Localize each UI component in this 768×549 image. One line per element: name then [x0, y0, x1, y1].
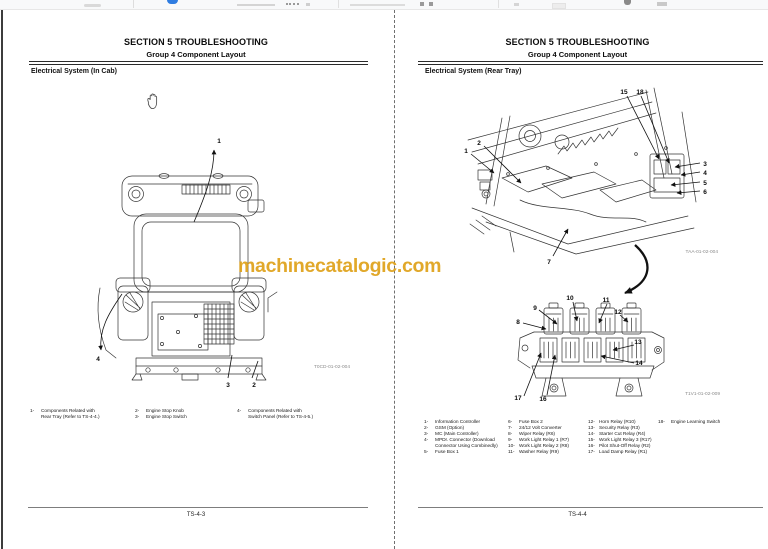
callout-number: 7 [547, 259, 551, 266]
toolbar-remnant [306, 3, 310, 6]
footer-rule [418, 507, 763, 508]
legend-item: 8-Wiper Relay (R6) [508, 431, 555, 437]
callout-number: 4 [96, 356, 100, 363]
left-page-header: SECTION 5 TROUBLESHOOTING Group 4 Compon… [24, 37, 368, 59]
tab-remnant [84, 4, 101, 7]
toolbar-divider [338, 0, 339, 8]
legend-item: 15-Work Light Relay 3 (R17) [588, 437, 652, 443]
settings-gear-icon[interactable] [624, 0, 631, 5]
legend-item: 4- Components Related with Switch Panel … [237, 409, 314, 420]
figure-code: T0CD-01-02-004 [314, 365, 350, 370]
legend-item: 1- Components Related with Rear Tray (Re… [30, 409, 100, 420]
page-break-divider [394, 10, 395, 549]
callout-number: 3 [226, 382, 230, 389]
callout-number: 15 [620, 89, 628, 96]
callout-number: 8 [516, 319, 520, 326]
toolbar-divider [133, 0, 134, 8]
left-heading: Electrical System (In Cab) [31, 68, 117, 75]
right-page-header: SECTION 5 TROUBLESHOOTING Group 4 Compon… [405, 37, 750, 59]
more-options-icon[interactable] [286, 3, 299, 5]
legend-item: 11-Washer Relay (R9) [508, 449, 559, 455]
group-title: Group 4 Component Layout [146, 50, 246, 59]
callout-number: 14 [635, 360, 643, 367]
toolbar-remnant [657, 2, 667, 6]
legend-item: 2- Engine Stop Knob [135, 409, 184, 414]
watermark-text: machinecatalogic.com [238, 255, 442, 277]
browser-toolbar-sliver [0, 0, 768, 10]
section-title: SECTION 5 TROUBLESHOOTING [505, 37, 650, 47]
right-legend: 1-Information Controller 2-GSM (Option) … [424, 420, 764, 462]
legend-item: 5-Fuse Box 1 [424, 449, 459, 455]
legend-item: 1-Information Controller [424, 420, 481, 425]
callout-number: 9 [533, 305, 537, 312]
figure-code: TAA-01-02-004 [685, 250, 718, 255]
zoom-control-remnant[interactable] [552, 3, 566, 9]
group-title: Group 4 Component Layout [527, 50, 628, 59]
legend-item: 13-Security Relay (R3) [588, 425, 640, 431]
left-legend: 1- Components Related with Rear Tray (Re… [30, 409, 370, 431]
legend-item: 9-Work Light Relay 1 (R7) [508, 437, 569, 443]
callout-number: 2 [252, 382, 256, 389]
callout-number: 16 [539, 396, 547, 403]
callout-number: 13 [634, 339, 642, 346]
toolbar-divider [498, 0, 499, 8]
callout-number: 12 [614, 309, 622, 316]
footer-rule [28, 507, 368, 508]
callout-number: 4 [703, 170, 707, 177]
legend-item: 3- Engine Stop Switch [135, 414, 187, 420]
header-rule [29, 61, 368, 65]
right-page-number: TS-4-4 [568, 512, 587, 518]
legend-item: 6-Fuse Box 2 [508, 420, 543, 425]
callout-number: 10 [566, 295, 574, 302]
legend-item: 17-Load Damp Relay (R1) [588, 449, 648, 455]
callout-number: 18 [636, 89, 644, 96]
callout-number: 1 [217, 138, 221, 145]
page-left-border [1, 10, 3, 549]
toolbar-remnant [350, 4, 405, 6]
section-title: SECTION 5 TROUBLESHOOTING [123, 37, 268, 47]
legend-item: 4-MPDr. Connector (Download Connector Us… [424, 437, 498, 449]
callout-number: 17 [514, 395, 522, 402]
legend-item: 18-Engine Learning Switch [658, 420, 721, 425]
callout-number: 2 [477, 140, 481, 147]
legend-item: 3-MC (Main Controller) [424, 431, 479, 437]
legend-item: 10-Work Light Relay 2 (R8) [508, 443, 569, 449]
legend-item: 2-GSM (Option) [424, 425, 464, 431]
rear-tray-diagram: 1 2 3 4 5 6 7 15 18 8 9 10 11 12 13 14 1… [464, 87, 707, 403]
callout-number: 11 [603, 297, 610, 304]
legend-item: 16-Pilot Shut-Off Relay (R2) [588, 443, 651, 449]
callout-number: 6 [703, 189, 707, 196]
toolbar-remnant [514, 3, 519, 6]
legend-item: 12-Horn Relay (R10) [588, 420, 636, 425]
header-rule [418, 61, 763, 65]
callout-number: 1 [464, 148, 468, 155]
in-cab-diagram: 1 2 3 4 [96, 138, 278, 389]
page-indicator-remnant [420, 2, 424, 6]
legend-item: 14-Starter Cut Relay (R4) [588, 431, 646, 437]
legend-item: 7-24/12 Volt Converter [508, 425, 562, 431]
right-heading: Electrical System (Rear Tray) [425, 68, 522, 75]
figure-code: T1V1-01-02-009 [685, 392, 720, 397]
callout-number: 3 [703, 161, 707, 168]
left-page-number: TS-4-3 [186, 512, 206, 518]
active-tool-icon[interactable] [167, 0, 178, 4]
callout-number: 5 [703, 180, 707, 187]
toolbar-remnant [237, 4, 275, 6]
grab-cursor-icon [147, 93, 158, 110]
